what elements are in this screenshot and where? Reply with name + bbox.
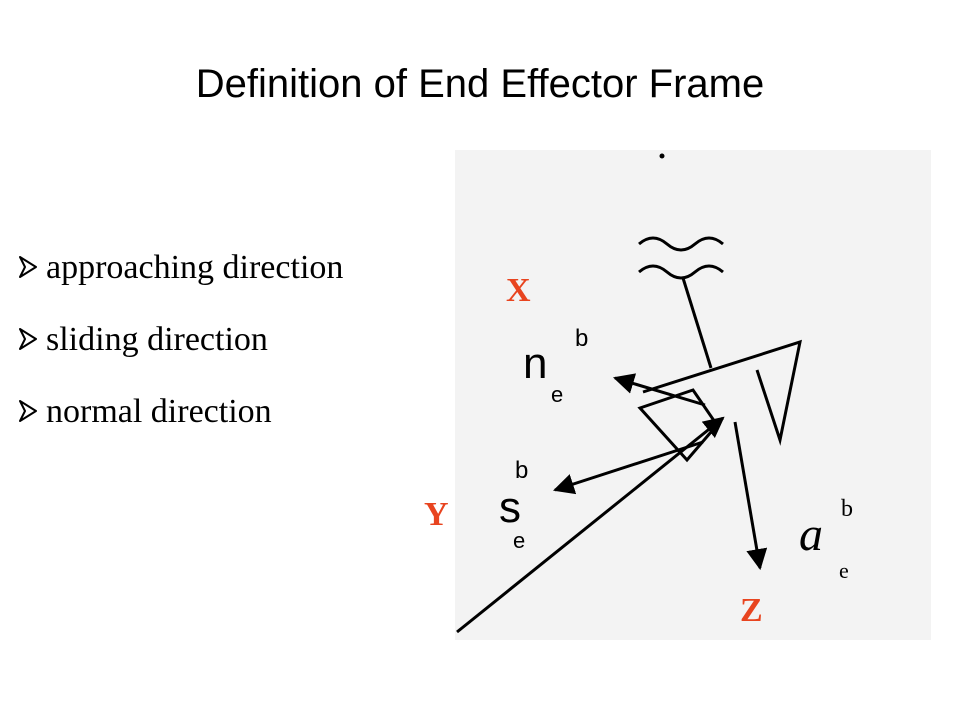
- bullet-list: approaching direction sliding direction …: [18, 232, 343, 448]
- a-vector-symbol: a e b: [799, 496, 853, 583]
- spring-wave-bottom: [638, 264, 724, 280]
- n-base: n: [523, 339, 547, 388]
- bullet-item-approaching: approaching direction: [18, 232, 343, 304]
- n-sub: e: [551, 382, 563, 407]
- spring-wave-top: [638, 236, 724, 252]
- a-sup: b: [841, 496, 853, 522]
- n-vector-arrow: [612, 373, 706, 407]
- bullet-text: sliding direction: [46, 321, 268, 358]
- s-vector-symbol: s e b: [499, 457, 528, 553]
- gripper-right-jaw: [642, 339, 802, 446]
- bullet-item-sliding: sliding direction: [18, 304, 343, 376]
- s-vector-arrow: [553, 440, 704, 495]
- bullet-text: approaching direction: [46, 249, 344, 286]
- page-title: Definition of End Effector Frame: [195, 62, 765, 106]
- n-sup: b: [575, 325, 588, 352]
- speck: [659, 153, 665, 159]
- a-base: a: [799, 508, 823, 561]
- a-vector-arrow: [733, 421, 768, 571]
- axis-label-y: Y: [424, 496, 449, 533]
- end-effector-diagram: n e b s e b a e b: [455, 150, 931, 640]
- axis-label-x: X: [506, 272, 531, 309]
- bullet-item-normal: normal direction: [18, 376, 343, 448]
- arm-line: [456, 416, 725, 634]
- s-base: s: [499, 483, 521, 532]
- arrow-bullet-icon: [18, 321, 46, 359]
- s-sub: e: [513, 528, 525, 553]
- shaft-line: [681, 277, 713, 369]
- n-vector-symbol: n e b: [523, 325, 588, 407]
- arrow-bullet-icon: [18, 249, 46, 287]
- arrow-bullet-icon: [18, 393, 46, 431]
- scanned-background: [455, 150, 931, 640]
- a-sub: e: [839, 558, 849, 583]
- bullet-text: normal direction: [46, 393, 272, 430]
- axis-label-z: Z: [740, 592, 763, 629]
- s-sup: b: [515, 457, 528, 484]
